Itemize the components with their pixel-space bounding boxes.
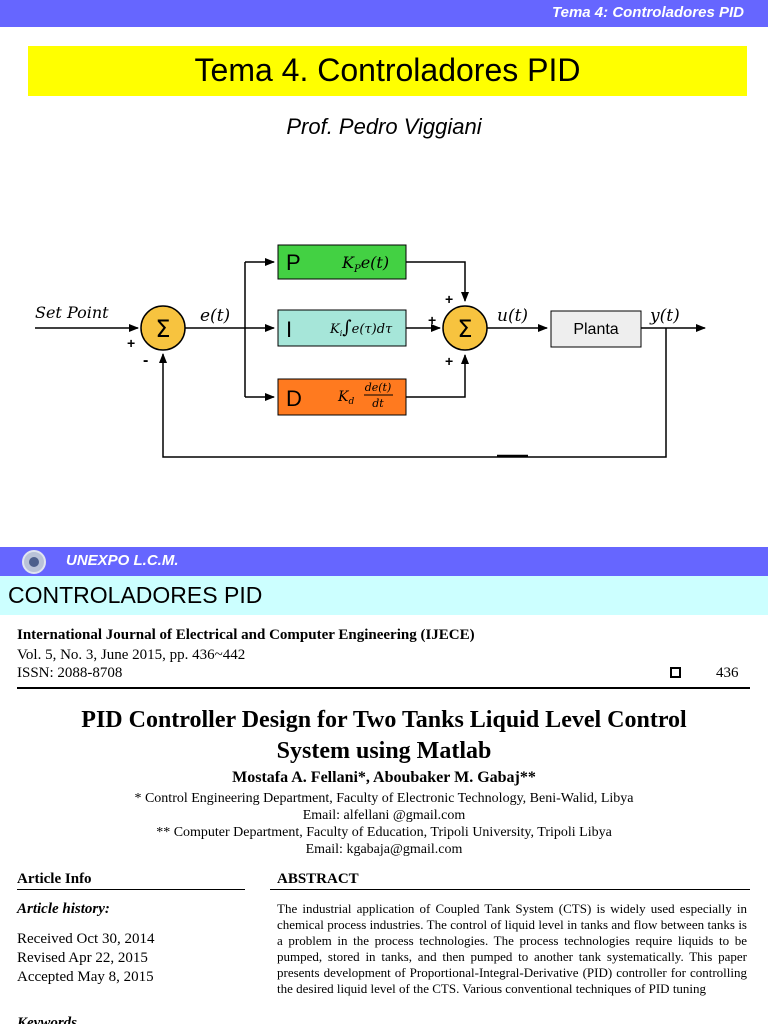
plant-label: Planta [573,321,618,338]
affiliation-2: ** Computer Department, Faculty of Educa… [156,825,612,840]
i-block-label: I [286,317,292,342]
slide2-section-title: CONTROLADORES PID [8,582,263,608]
plus-sign-bottom: + [445,353,453,369]
d-block [277,378,407,416]
page-number: 436 [716,665,739,681]
plus-sign-left: + [428,312,436,328]
square-icon [670,667,681,678]
header-rule [17,687,750,689]
journal-issn: ISSN: 2088-8708 [17,665,123,681]
journal-volume: Vol. 5, No. 3, June 2015, pp. 436~442 [17,647,246,663]
plus-sign-top: + [445,291,453,307]
plant-block [550,310,642,348]
slide2-header-bar: UNEXPO L.C.M. [0,547,768,576]
p-output-line [406,261,469,302]
minus-sign-feedback: - [143,352,148,369]
feedback-line [159,328,667,458]
keywords-heading: Keywords [17,1015,77,1024]
output-label: y(t) [649,306,680,326]
revised-date: Revised Apr 22, 2015 [17,950,148,966]
accepted-date: Accepted May 8, 2015 [17,969,154,985]
paper-title-line-2: System using Matlab [276,738,492,764]
paper-title-line-1: PID Controller Design for Two Tanks Liqu… [81,707,687,733]
journal-name: International Journal of Electrical and … [17,627,475,643]
slide1-author: Prof. Pedro Viggiani [286,114,482,139]
i-block-formula: Ki∫e(τ)dτ [329,317,393,338]
paper-authors: Mostafa A. Fellani*, Aboubaker M. Gabaj*… [232,769,536,786]
set-point-label: Set Point [35,303,109,322]
pid-block-diagram: Set Point + - Σ e(t) P KPe(t) I Ki∫e(τ)d… [35,244,706,458]
slide1-title-box: Tema 4. Controladores PID [28,46,747,96]
d-block-label: D [286,386,302,411]
sum-symbol-1: Σ [155,315,170,343]
d-block-formula-den: dt [372,397,384,410]
slide1-header-bar: Tema 4: Controladores PID [0,0,768,27]
email-2: Email: kgabaja@gmail.com [305,842,463,857]
unexpo-logo-icon [22,550,46,574]
slide1-header-text: Tema 4: Controladores PID [552,4,744,21]
p-block [277,244,407,280]
paper-excerpt: International Journal of Electrical and … [0,615,768,1024]
paper-title: PID Controller Design for Two Tanks Liqu… [0,705,768,767]
control-label: u(t) [497,306,528,326]
plus-sign-input: + [127,335,135,351]
article-info-rule [17,889,245,890]
article-history-heading: Article history: [17,901,110,917]
i-block [277,309,407,347]
p-block-label: P [286,250,301,275]
received-date: Received Oct 30, 2014 [17,931,155,947]
d-output-line [406,354,469,398]
slide2-section-bar: CONTROLADORES PID [0,576,768,615]
error-label: e(t) [200,306,230,326]
d-block-formula-num: de(t) [365,381,392,394]
p-block-formula: KPe(t) [341,253,389,275]
slide2-organization: UNEXPO L.C.M. [66,552,179,569]
sum-symbol-2: Σ [457,315,472,343]
abstract-text: The industrial application of Coupled Ta… [277,901,747,996]
abstract-rule [270,889,750,890]
slide1-title: Tema 4. Controladores PID [194,52,581,88]
email-1: Email: alfellani @gmail.com [302,808,466,823]
article-info-heading: Article Info [17,871,92,887]
affiliation-1: * Control Engineering Department, Facult… [134,791,634,806]
abstract-heading: ABSTRACT [277,871,359,887]
